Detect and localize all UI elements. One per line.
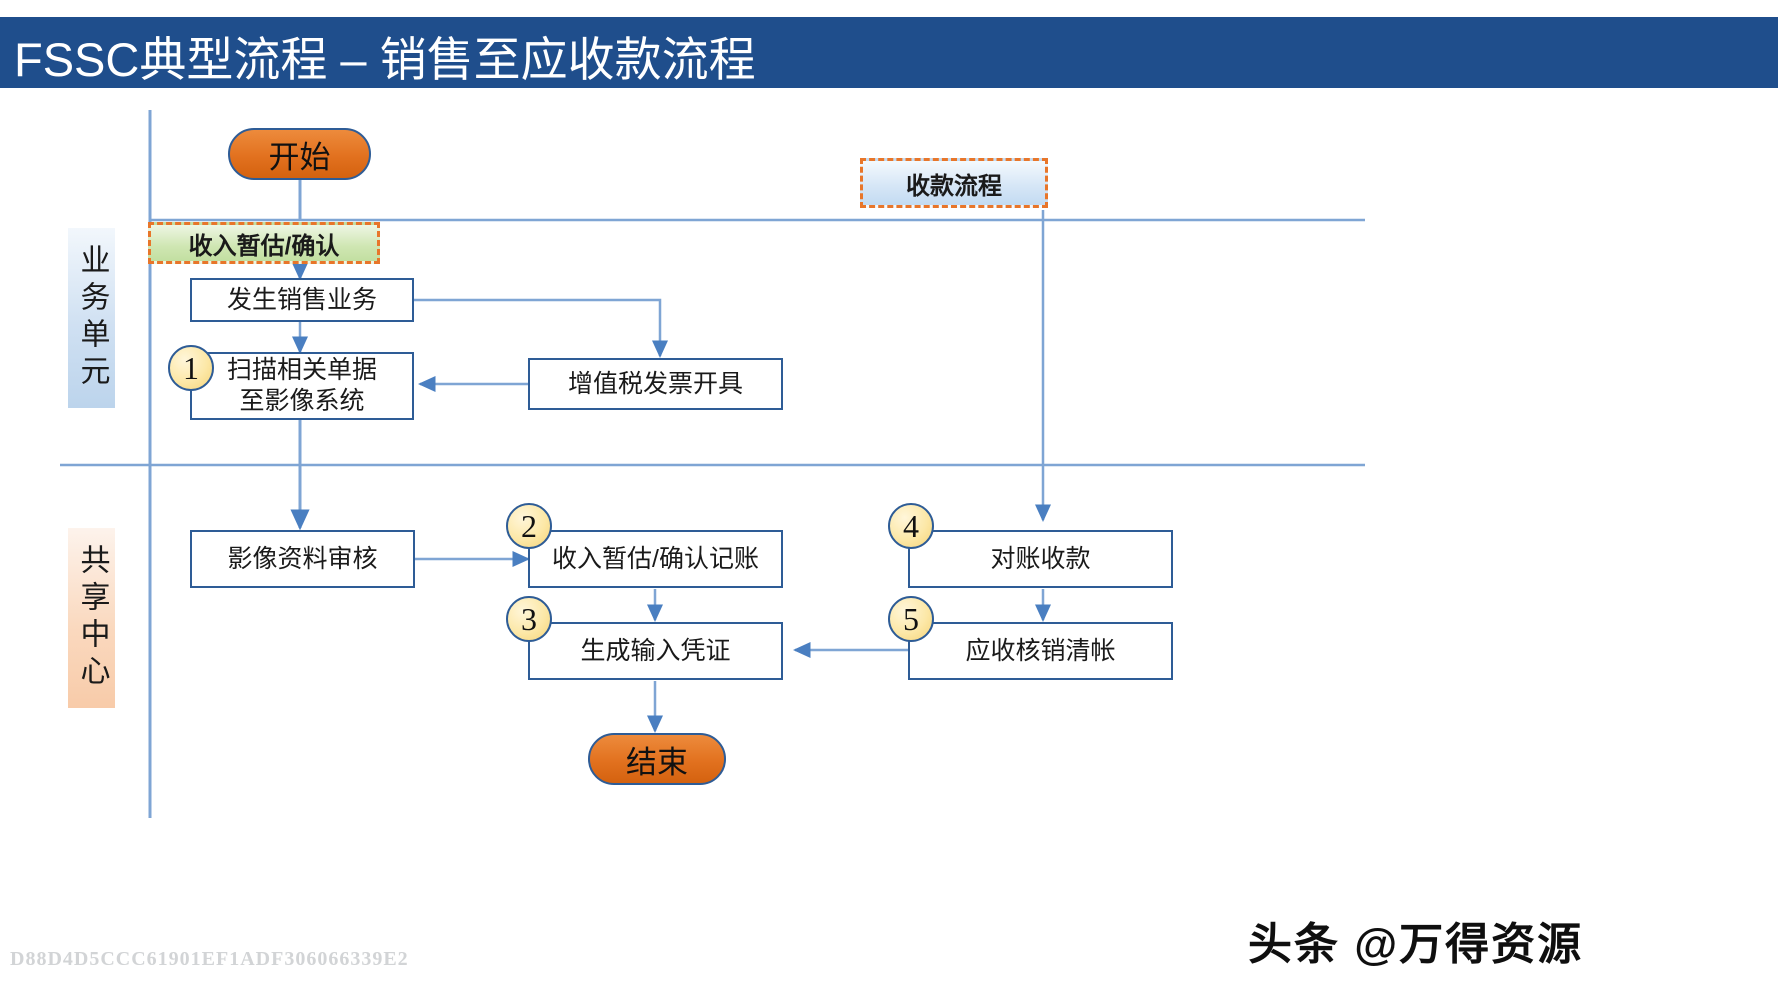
brand-watermark: 头条 @万得资源 — [1248, 920, 1584, 969]
badge-step-4-text: 4 — [903, 507, 919, 544]
terminator-start[interactable]: 开始 — [228, 128, 371, 180]
lane-business-unit-text: 业务单元 — [75, 244, 109, 392]
node-scan-documents[interactable]: 扫描相关单据 至影像系统 — [190, 352, 414, 420]
node-ar-clearing[interactable]: 应收核销清帐 — [908, 622, 1173, 680]
title-bar: FSSC典型流程 – 销售至应收款流程 — [0, 17, 1778, 88]
node-scan-documents-line1: 扫描相关单据 — [226, 356, 377, 384]
callout-collection-process-label: 收款流程 — [906, 172, 1002, 200]
node-revenue-posting-label: 收入暂估/确认记账 — [552, 545, 759, 573]
badge-step-3-text: 3 — [521, 600, 537, 637]
node-vat-invoice-label: 增值税发票开具 — [567, 370, 743, 398]
node-reconcile-receipt-label: 对账收款 — [990, 545, 1091, 573]
page-title: FSSC典型流程 – 销售至应收款流程 — [14, 33, 756, 86]
node-generate-voucher-label: 生成输入凭证 — [580, 637, 731, 665]
badge-step-1-text: 1 — [183, 349, 199, 386]
node-image-review-label: 影像资料审核 — [227, 545, 378, 573]
node-generate-voucher[interactable]: 生成输入凭证 — [528, 622, 783, 680]
badge-step-3: 3 — [506, 596, 552, 642]
node-scan-documents-line2: 至影像系统 — [239, 387, 365, 415]
node-sales-occurred[interactable]: 发生销售业务 — [190, 278, 414, 322]
lane-shared-center-text: 共享中心 — [75, 544, 109, 692]
terminator-end-label: 结束 — [626, 744, 688, 780]
node-ar-clearing-label: 应收核销清帐 — [965, 637, 1116, 665]
lane-label-business-unit: 业务单元 — [68, 228, 115, 408]
node-revenue-posting[interactable]: 收入暂估/确认记账 — [528, 530, 783, 588]
hash-watermark: D88D4D5CCC61901EF1ADF306066339E2 — [10, 948, 409, 970]
badge-step-2: 2 — [506, 503, 552, 549]
terminator-end[interactable]: 结束 — [588, 733, 726, 785]
terminator-start-label: 开始 — [268, 139, 331, 175]
callout-revenue-accrual[interactable]: 收入暂估/确认 — [148, 222, 380, 264]
node-image-review[interactable]: 影像资料审核 — [190, 530, 415, 588]
badge-step-5: 5 — [888, 596, 934, 642]
lane-label-shared-center: 共享中心 — [68, 528, 115, 708]
callout-revenue-accrual-label: 收入暂估/确认 — [188, 232, 340, 260]
node-reconcile-receipt[interactable]: 对账收款 — [908, 530, 1173, 588]
node-vat-invoice[interactable]: 增值税发票开具 — [528, 358, 783, 410]
badge-step-5-text: 5 — [903, 600, 919, 637]
badge-step-2-text: 2 — [521, 507, 537, 544]
badge-step-4: 4 — [888, 503, 934, 549]
node-sales-occurred-label: 发生销售业务 — [226, 286, 377, 314]
callout-collection-process[interactable]: 收款流程 — [860, 158, 1048, 208]
badge-step-1: 1 — [168, 345, 214, 391]
